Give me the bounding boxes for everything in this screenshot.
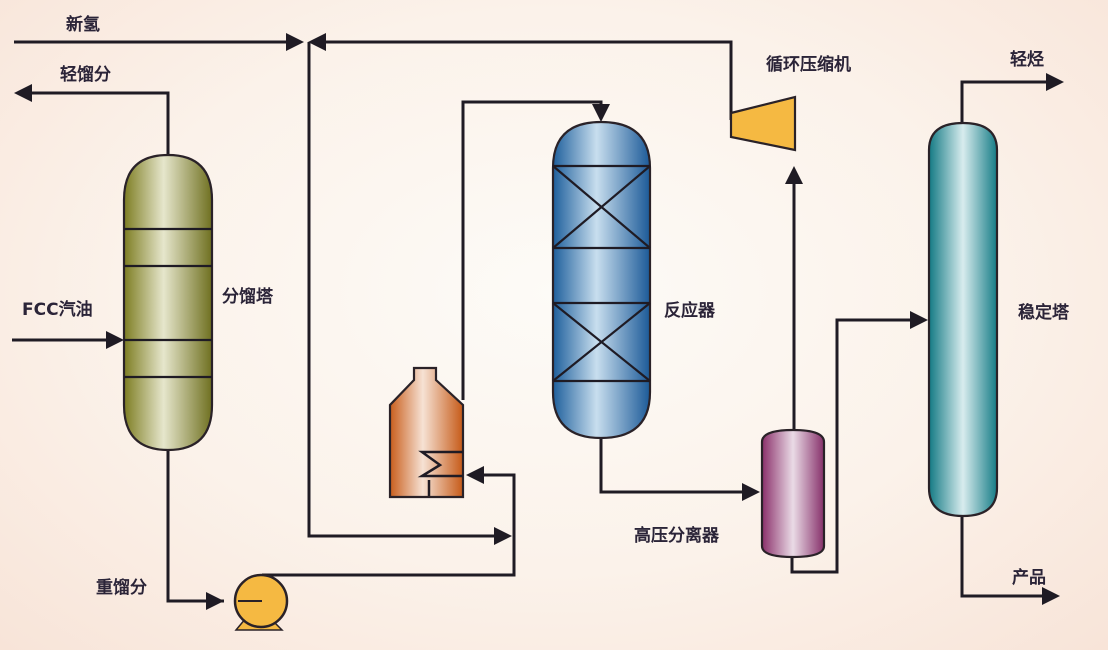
arrow-icon	[592, 104, 610, 122]
separator-liquid-line	[790, 318, 920, 574]
heating-furnace	[388, 366, 465, 499]
pipes	[12, 33, 1064, 610]
recycle-gas-line	[312, 40, 733, 120]
recycle-compressor-label: 循环压缩机	[766, 54, 851, 75]
hydrogen-to-furnace-line	[307, 42, 508, 538]
arrow-icon	[785, 166, 803, 184]
recycle-compressor	[729, 95, 797, 152]
light-fraction-label: 轻馏分	[60, 64, 111, 85]
fractionator-label: 分馏塔	[222, 286, 274, 307]
product-line	[960, 515, 1052, 598]
arrow-icon	[106, 331, 124, 349]
heating-coil-icon	[417, 450, 463, 478]
heavy-fraction-label: 重馏分	[96, 577, 147, 598]
stabilizer-column	[927, 121, 999, 518]
labels: 新氢 轻馏分 FCC汽油 分馏塔 重馏分 反应器 循环压缩机 轻烃 稳定塔 高压…	[22, 14, 1070, 598]
fcc-gasoline-label: FCC汽油	[22, 299, 93, 320]
hp-separator-vessel	[760, 428, 826, 559]
arrow-icon	[910, 311, 928, 329]
arrow-icon	[286, 33, 304, 51]
arrow-icon	[206, 592, 224, 610]
compressor-icon	[729, 95, 797, 152]
reactor-vessel	[551, 120, 652, 440]
arrow-icon	[14, 84, 32, 102]
stabilizer-label: 稳定塔	[1018, 302, 1070, 323]
fractionator-column	[122, 153, 214, 452]
fresh-hydrogen-label: 新氢	[66, 14, 100, 35]
light-hydrocarbon-label: 轻烃	[1010, 49, 1044, 70]
arrow-icon	[466, 466, 484, 484]
arrow-icon	[308, 33, 326, 51]
product-label: 产品	[1012, 567, 1046, 588]
arrow-icon	[494, 527, 512, 545]
pump-discharge-line	[262, 473, 516, 577]
reactor-label: 反应器	[664, 300, 716, 321]
arrow-icon	[1042, 587, 1060, 605]
light-fraction-line	[20, 91, 170, 155]
pump	[233, 573, 289, 631]
light-hydrocarbon-line	[960, 80, 1056, 124]
arrow-icon	[1046, 73, 1064, 91]
reactor-effluent-line	[599, 438, 750, 494]
arrow-icon	[742, 483, 760, 501]
heavy-fraction-line	[166, 448, 224, 603]
hp-separator-label: 高压分离器	[634, 525, 720, 546]
